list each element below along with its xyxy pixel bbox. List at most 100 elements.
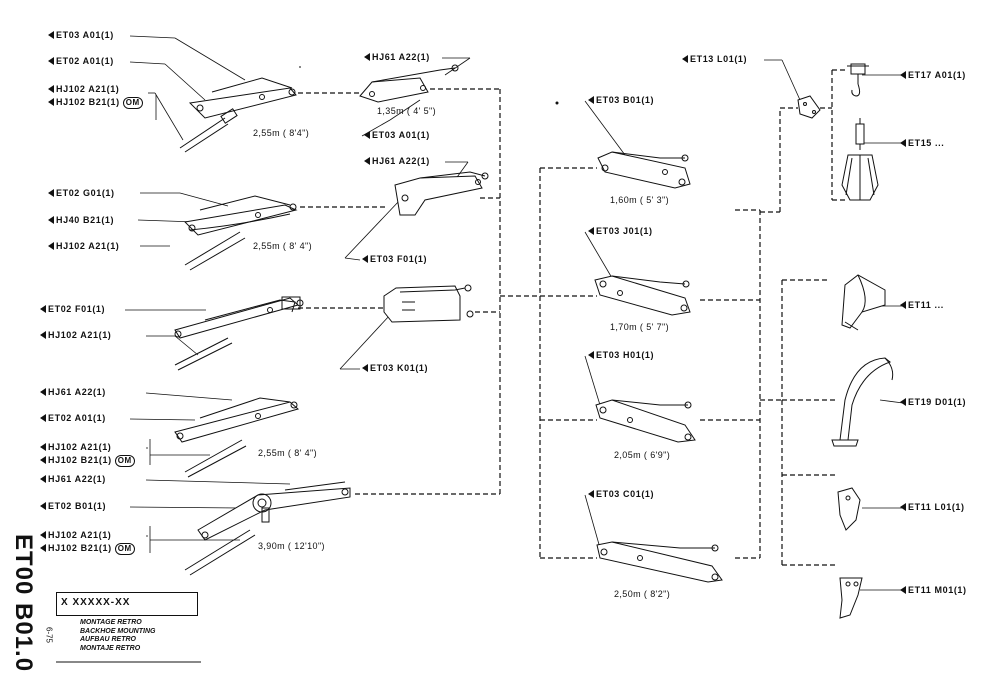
pointer-icon [900,139,906,147]
part-code: ET15 ... [908,138,945,148]
pointer-icon [364,157,370,165]
boom-5-drawing [184,481,351,576]
label-boom4-hj102b: HJ102 B21(1)OM [40,455,135,467]
part-code: HJ102 A21(1) [56,241,120,251]
pointer-icon [40,544,46,552]
pointer-icon [362,364,368,372]
label-boom1-hj102b: HJ102 B21(1)OM [48,97,143,109]
pointer-icon [588,490,594,498]
pointer-icon [40,414,46,422]
label-tool-et17: ET17 A01(1) [900,70,966,81]
title-de: AUFBAU RETRO [80,636,136,643]
title-block: MONTAGE RETRO BACKHOE MOUNTING AUFBAU RE… [80,619,155,653]
pointer-icon [682,55,688,63]
pointer-icon [40,502,46,510]
pointer-icon [40,456,46,464]
part-code: HJ61 A22(1) [372,156,430,166]
pointer-icon [900,398,906,406]
part-code: ET02 A01(1) [48,413,106,423]
label-tool-et13: ET13 L01(1) [682,54,747,65]
label-boom1-et03: ET03 A01(1) [48,30,114,41]
serial-number: X XXXXX-XX [61,597,131,608]
label-dipper-h: ET03 H01(1) [588,350,654,361]
dipper-j-length: 1,70m ( 5' 7") [610,322,670,332]
pointer-icon [40,443,46,451]
dipper-b-drawing [597,151,691,189]
pointer-icon [588,351,594,359]
boom-3-drawing [174,296,304,371]
label-tool-et15: ET15 ... [900,138,944,149]
serial-box: X XXXXX-XX [56,592,198,616]
pointer-icon [48,98,54,106]
pointer-icon [48,242,54,250]
part-code: HJ61 A22(1) [372,52,430,62]
part-code: HJ102 B21(1) [56,97,120,107]
part-code: HJ102 B21(1) [48,543,112,553]
pointer-icon [40,331,46,339]
pointer-icon [364,53,370,61]
label-link-k-et03: ET03 K01(1) [362,363,428,374]
dipper-j-drawing [594,275,691,316]
pointer-icon [40,475,46,483]
trench-tooth-drawing [837,487,861,531]
label-link-a-et03: ET03 A01(1) [364,130,430,141]
dipper-c-drawing [596,541,723,583]
label-dipper-j: ET03 J01(1) [588,226,653,237]
part-code: ET03 C01(1) [596,489,655,499]
part-code: ET02 G01(1) [56,188,115,198]
part-code: HJ102 A21(1) [48,330,112,340]
label-boom4-hj61: HJ61 A22(1) [40,387,106,398]
label-boom4-et02: ET02 A01(1) [40,413,106,424]
pointer-icon [48,31,54,39]
label-boom2-hj102: HJ102 A21(1) [48,241,119,252]
om-badge: OM [114,455,135,467]
link-f-drawing [394,171,489,216]
part-code: HJ102 A21(1) [56,84,120,94]
pointer-icon [40,388,46,396]
label-dipper-c: ET03 C01(1) [588,489,654,500]
part-code: ET02 F01(1) [48,304,106,314]
pointer-icon [900,71,906,79]
part-code: ET03 A01(1) [372,130,430,140]
pointer-icon [588,96,594,104]
pointer-icon [900,301,906,309]
part-code: ET11 M01(1) [908,585,967,595]
pointer-icon [900,503,906,511]
boom4-length: 2,55m ( 8' 4") [258,448,318,458]
label-link-a-hj61: HJ61 A22(1) [364,52,430,63]
label-dipper-b: ET03 B01(1) [588,95,654,106]
pointer-icon [588,227,594,235]
om-badge: OM [122,97,143,109]
label-boom5-hj102a: HJ102 A21(1) [40,530,111,541]
label-boom1-et02: ET02 A01(1) [48,56,114,67]
pointer-icon [48,85,54,93]
label-boom5-hj61: HJ61 A22(1) [40,474,106,485]
label-boom5-hj102b: HJ102 B21(1)OM [40,543,135,555]
sheet-date: 6-75 [42,620,56,650]
link-a-length: 1,35m ( 4' 5") [377,106,437,116]
ripper-tooth-drawing [839,577,863,619]
label-link-f-et03: ET03 F01(1) [362,254,427,265]
title-es: MONTAJE RETRO [80,644,141,652]
boom-4-drawing [174,397,300,478]
boom-2-drawing [183,195,298,271]
dipper-b-length: 1,60m ( 5' 3") [610,195,670,205]
part-code: ET17 A01(1) [908,70,966,80]
pointer-icon [40,531,46,539]
part-code: ET03 A01(1) [56,30,114,40]
pointer-icon [900,586,906,594]
part-code: ET11 L01(1) [908,502,965,512]
part-code: ET19 D01(1) [908,397,967,407]
sheet-code-text: ET00 B01.0 [10,533,37,673]
title-fr: MONTAGE RETRO [80,619,142,626]
label-tool-et11-m01: ET11 M01(1) [900,585,967,596]
label-boom5-et02: ET02 B01(1) [40,501,106,512]
pointer-icon [48,57,54,65]
dipper-h-length: 2,05m ( 6'9") [614,450,671,460]
lifting-hook-drawing [847,63,869,97]
link-k-drawing [383,284,474,323]
boom2-length: 2,55m ( 8' 4") [253,241,313,251]
pointer-icon [364,131,370,139]
adapter-plate-drawing [797,95,821,119]
